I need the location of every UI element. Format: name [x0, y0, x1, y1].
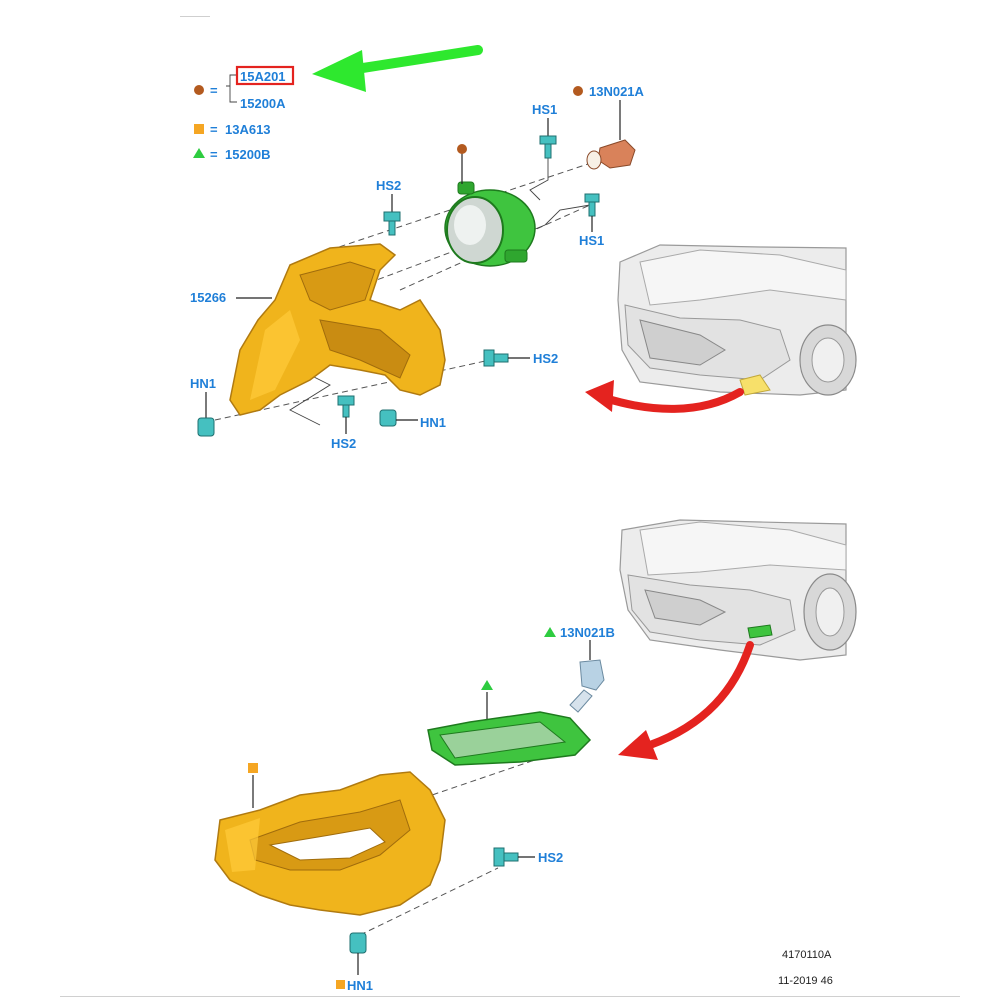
bottom-rule [60, 996, 960, 997]
legend-equals-2: = [210, 122, 218, 137]
fog-lamp-tab [504, 249, 528, 263]
green-arrow-head-icon [312, 50, 366, 92]
label-hn1-lower: HN1 [347, 978, 373, 993]
hs2-lower-screw [493, 847, 519, 867]
assembly-line-4 [214, 359, 491, 421]
legend-bracket-line [226, 74, 237, 103]
hs1-right-screw [584, 193, 600, 217]
label-hs1-top: HS1 [532, 102, 557, 117]
hn1-orange-square-icon [336, 980, 345, 989]
lower-assembly-line-2 [359, 867, 499, 936]
bracket-lower-opening [268, 827, 386, 861]
caption-date: 11-2019 46 [778, 975, 833, 987]
red-arrow-lower-shaft [646, 641, 754, 749]
lower-assembly-line-1 [299, 747, 571, 841]
vehicle-front-view-lower [619, 519, 857, 661]
assembly-bent-line [289, 369, 331, 426]
part-highlight-box [235, 65, 295, 86]
hn1-left-nut [197, 417, 215, 437]
bracket-side-face [319, 319, 411, 379]
legend: = 15A201 15200A = 13A613 = 15200B [180, 16, 483, 162]
hn1-lower-nut [349, 932, 367, 954]
label-hn1-left: HN1 [190, 376, 216, 391]
caption-ref: 4170110A [782, 949, 832, 961]
legend-part-13a613: 13A613 [225, 122, 271, 137]
label-hs1-right: HS1 [579, 233, 604, 248]
fog-lamp-top-tab [457, 181, 475, 195]
bracket-lower-highlight [225, 818, 260, 872]
green-arrow-shaft [345, 45, 483, 75]
label-13n021b: 13N021B [560, 625, 615, 640]
label-hs2-bottom: HS2 [331, 436, 356, 451]
bulb-glass [586, 150, 602, 170]
hs2-top-screw [383, 211, 401, 236]
legend-part-15200b: 15200B [225, 147, 271, 162]
lamp-brown-dot-icon [457, 144, 467, 154]
bracket-orange-square-icon [248, 763, 258, 773]
hs2-right-screw [483, 349, 509, 367]
green-triangle-icon [193, 148, 205, 158]
hs2-bottom-screw [337, 395, 355, 418]
legend-equals-1: = [210, 83, 218, 98]
fog-lamp-rect-lens [439, 721, 567, 759]
label-13n021a: 13N021A [589, 84, 645, 99]
hs1-top-screw [539, 135, 557, 159]
label-hs2-top: HS2 [376, 178, 401, 193]
label-hs2-right: HS2 [533, 351, 558, 366]
bulb-connector-13n021a [597, 139, 636, 169]
bulb-connector-13n021b [579, 659, 605, 691]
fog-lamp-location-lower [747, 624, 773, 639]
red-arrow-lower-head-icon [618, 730, 658, 760]
bulb-lower-stem [569, 689, 593, 713]
hs1-right-leader [527, 204, 591, 233]
top-rule [180, 16, 210, 17]
orange-square-icon [194, 124, 204, 134]
legend-equals-3: = [210, 147, 218, 162]
legend-part-15200a: 15200A [240, 96, 286, 111]
hs1-top-leader [529, 140, 549, 201]
red-arrow-upper-shaft [601, 388, 744, 413]
red-arrow-upper-head-icon [585, 380, 614, 412]
bracket-inner-face [299, 261, 376, 311]
hn1-bottom-nut [379, 409, 397, 427]
vehicle-front-view-upper [617, 244, 857, 396]
bracket-highlight [250, 310, 300, 400]
brown-dot-icon [194, 85, 204, 95]
fog-lamp-glare [454, 205, 486, 245]
label-hn1-bottom: HN1 [420, 415, 446, 430]
lamp-green-triangle-icon [481, 680, 493, 690]
label-15266: 15266 [190, 290, 226, 305]
upper-assembly: 13N021A HS1 HS1 HS2 15266 [190, 84, 645, 451]
bulb-brown-dot-icon [573, 86, 583, 96]
bulb-green-triangle-icon [544, 627, 556, 637]
label-hs2-lower: HS2 [538, 850, 563, 865]
legend-part-15a201: 15A201 [240, 69, 286, 84]
lower-assembly: 13N021B HS2 HN1 [214, 625, 615, 993]
